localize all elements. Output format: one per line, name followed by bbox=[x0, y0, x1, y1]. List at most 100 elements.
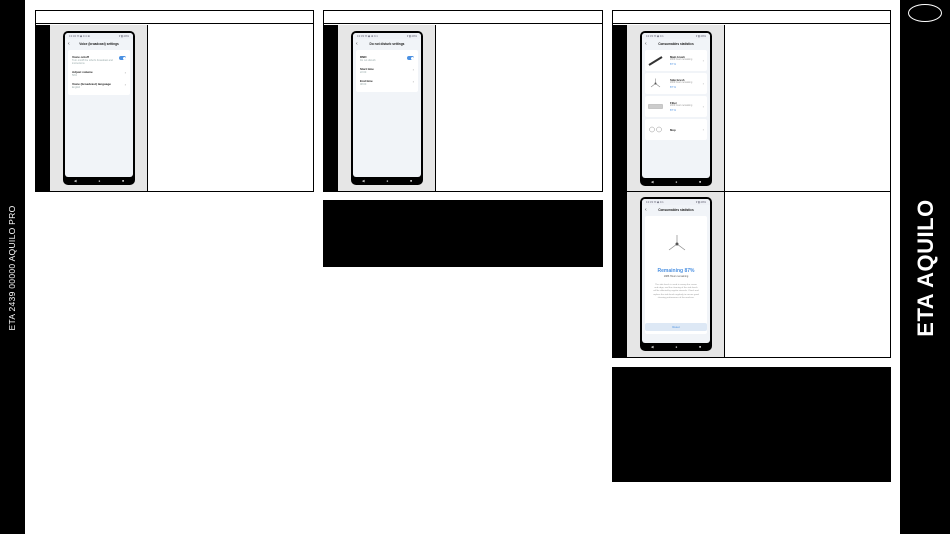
chevron-right-icon: › bbox=[702, 58, 704, 63]
nav-bar: ◀ ● ■ bbox=[351, 177, 423, 185]
consumable-filter[interactable]: Filter 2000 hours remaining 87 % › bbox=[645, 96, 707, 117]
status-bar: 13:33 ✉ ◆ 0.1 ▾ ▮ 49% bbox=[642, 33, 710, 39]
consumable-main-brush[interactable]: Main brush 2000 hours remaining 87 % › bbox=[645, 50, 707, 71]
status-left: 13:33 ✉ ◆ 0.1 bbox=[646, 34, 664, 38]
setting-volume[interactable]: Adjust volume 50% › bbox=[72, 68, 126, 80]
remaining-percent: Remaining 87% bbox=[657, 268, 695, 274]
nav-bar: ◀ ● ■ bbox=[63, 177, 135, 185]
nav-recent-icon[interactable]: ■ bbox=[410, 179, 413, 183]
setting-dnd-toggle[interactable]: DND Do not disturb bbox=[360, 53, 414, 65]
screenshot-area: 13:33 ✉ ◆ ⊕ 0.1 ▾ ▮ 49% ‹ Do not disturb… bbox=[338, 25, 436, 191]
reset-button[interactable]: Reset bbox=[645, 323, 707, 331]
consumable-mop[interactable]: Mop › bbox=[645, 119, 707, 140]
status-bar: 13:32 ✉ ◆ 0.4 ⊕ ▾ ▮ 49% bbox=[65, 33, 133, 39]
section-header bbox=[324, 11, 602, 24]
section-header bbox=[36, 11, 313, 24]
consumable-percent: 87 % bbox=[670, 109, 676, 112]
phone-consumables-list: 13:33 ✉ ◆ 0.1 ▾ ▮ 49% ‹ Consumables stat… bbox=[640, 31, 712, 186]
setting-voice-toggle[interactable]: Voice on/off Turn on/off the robot's bro… bbox=[72, 53, 126, 68]
section-header bbox=[613, 11, 890, 24]
row-description bbox=[726, 192, 890, 357]
consumable-sub: 2000 hours remaining bbox=[670, 105, 693, 107]
setting-label: Adjust volume bbox=[72, 70, 93, 74]
chevron-right-icon: › bbox=[124, 70, 126, 75]
detail-body: Remaining 87% 1986 Hours remaining The s… bbox=[645, 216, 707, 334]
nav-recent-icon[interactable]: ■ bbox=[699, 180, 702, 184]
phone-screen: 13:33 ✉ ◆ 0.1 ▾ ▮ 49% ‹ Consumables stat… bbox=[642, 199, 710, 343]
settings-card: DND Do not disturb Start time 22:00 › En… bbox=[356, 50, 418, 92]
side-label: ETA 2439 00000 AQUILO PRO bbox=[7, 205, 17, 331]
nav-back-icon[interactable]: ◀ bbox=[361, 179, 365, 183]
section-row: 13:33 ✉ ◆ 0.1 ▾ ▮ 49% ‹ Consumables stat… bbox=[613, 25, 890, 192]
setting-sub: 50% bbox=[72, 74, 78, 77]
setting-sub: Turn on/off the robot's broadcast and in… bbox=[72, 59, 113, 65]
consumable-side-brush[interactable]: Side brush 2000 hours remaining 87 % › bbox=[645, 73, 707, 94]
status-right: ▾ ▮ 49% bbox=[695, 34, 706, 38]
toggle-switch[interactable] bbox=[407, 56, 414, 60]
status-bar: 13:33 ✉ ◆ 0.1 ▾ ▮ 49% bbox=[642, 199, 710, 205]
back-arrow-icon[interactable]: ‹ bbox=[356, 40, 358, 47]
nav-bar: ◀ ● ■ bbox=[640, 343, 712, 351]
phone-dnd-settings: 13:33 ✉ ◆ ⊕ 0.1 ▾ ▮ 49% ‹ Do not disturb… bbox=[351, 31, 423, 185]
back-arrow-icon[interactable]: ‹ bbox=[645, 40, 647, 47]
section-voice-settings: 13:32 ✉ ◆ 0.4 ⊕ ▾ ▮ 49% ‹ Voice (broadca… bbox=[35, 10, 314, 192]
chevron-right-icon: › bbox=[702, 81, 704, 86]
section-consumables: 13:33 ✉ ◆ 0.1 ▾ ▮ 49% ‹ Consumables stat… bbox=[612, 10, 891, 358]
nav-recent-icon[interactable]: ■ bbox=[122, 179, 125, 183]
nav-home-icon[interactable]: ● bbox=[675, 180, 678, 184]
status-right: ▾ ▮ 49% bbox=[118, 34, 129, 38]
row-marker bbox=[613, 192, 627, 357]
phone-screen: 13:33 ✉ ◆ 0.1 ▾ ▮ 49% ‹ Consumables stat… bbox=[642, 33, 710, 178]
setting-language[interactable]: Voice (broadcast) language English › bbox=[72, 80, 126, 92]
screen-title: Voice (broadcast) settings bbox=[79, 41, 119, 46]
status-right: ▾ ▮ 49% bbox=[406, 34, 417, 38]
side-brush-icon bbox=[668, 235, 686, 251]
nav-home-icon[interactable]: ● bbox=[386, 179, 389, 183]
filter-icon bbox=[648, 104, 663, 109]
row-marker bbox=[613, 25, 627, 192]
toggle-switch[interactable] bbox=[119, 56, 126, 60]
nav-home-icon[interactable]: ● bbox=[675, 345, 678, 349]
setting-label: Start time bbox=[360, 67, 374, 71]
phone-voice-settings: 13:32 ✉ ◆ 0.4 ⊕ ▾ ▮ 49% ‹ Voice (broadca… bbox=[63, 31, 135, 185]
note-box-middle bbox=[323, 200, 603, 267]
left-side-bar: ETA 2439 00000 AQUILO PRO bbox=[0, 0, 25, 534]
setting-label: Voice (broadcast) language bbox=[72, 82, 111, 86]
consumable-percent: 87 % bbox=[670, 63, 676, 66]
screen-title: Consumables statistics bbox=[658, 41, 694, 46]
setting-label: End time bbox=[360, 79, 373, 83]
back-arrow-icon[interactable]: ‹ bbox=[68, 40, 70, 47]
consumable-sub: 2000 hours remaining bbox=[670, 59, 693, 61]
back-arrow-icon[interactable]: ‹ bbox=[645, 206, 647, 213]
setting-sub: English bbox=[72, 86, 81, 89]
row-marker bbox=[324, 25, 338, 191]
nav-back-icon[interactable]: ◀ bbox=[73, 179, 77, 183]
consumable-name: Mop bbox=[670, 128, 676, 132]
screenshot-area: 13:32 ✉ ◆ 0.4 ⊕ ▾ ▮ 49% ‹ Voice (broadca… bbox=[50, 25, 148, 191]
nav-recent-icon[interactable]: ■ bbox=[699, 345, 702, 349]
setting-start-time[interactable]: Start time 22:00 › bbox=[360, 65, 414, 77]
setting-sub: 22:00 bbox=[360, 71, 367, 74]
nav-back-icon[interactable]: ◀ bbox=[650, 345, 654, 349]
status-right: ▾ ▮ 49% bbox=[695, 200, 706, 204]
status-left: 13:33 ✉ ◆ ⊕ 0.1 bbox=[357, 34, 378, 38]
brand-title: ETA AQUILO bbox=[913, 199, 938, 337]
status-left: 13:33 ✉ ◆ 0.1 bbox=[646, 200, 664, 204]
section-row: 13:33 ✉ ◆ ⊕ 0.1 ▾ ▮ 49% ‹ Do not disturb… bbox=[324, 25, 602, 191]
app-bar: ‹ Consumables statistics bbox=[642, 205, 710, 214]
setting-sub: Do not disturb bbox=[360, 59, 376, 62]
app-bar: ‹ Voice (broadcast) settings bbox=[65, 39, 133, 48]
mop-icon bbox=[649, 126, 662, 133]
status-bar: 13:33 ✉ ◆ ⊕ 0.1 ▾ ▮ 49% bbox=[353, 33, 421, 39]
nav-back-icon[interactable]: ◀ bbox=[650, 180, 654, 184]
nav-home-icon[interactable]: ● bbox=[98, 179, 101, 183]
description-text: The side brush is used to sweep the corn… bbox=[653, 284, 699, 299]
setting-end-time[interactable]: End time 08:00 › bbox=[360, 77, 414, 89]
row-description bbox=[437, 25, 602, 191]
row-description bbox=[726, 25, 890, 192]
phone-screen: 13:33 ✉ ◆ ⊕ 0.1 ▾ ▮ 49% ‹ Do not disturb… bbox=[353, 33, 421, 177]
consumable-name: Side brush bbox=[670, 78, 685, 82]
consumable-name: Filter bbox=[670, 101, 677, 105]
app-bar: ‹ Consumables statistics bbox=[642, 39, 710, 48]
